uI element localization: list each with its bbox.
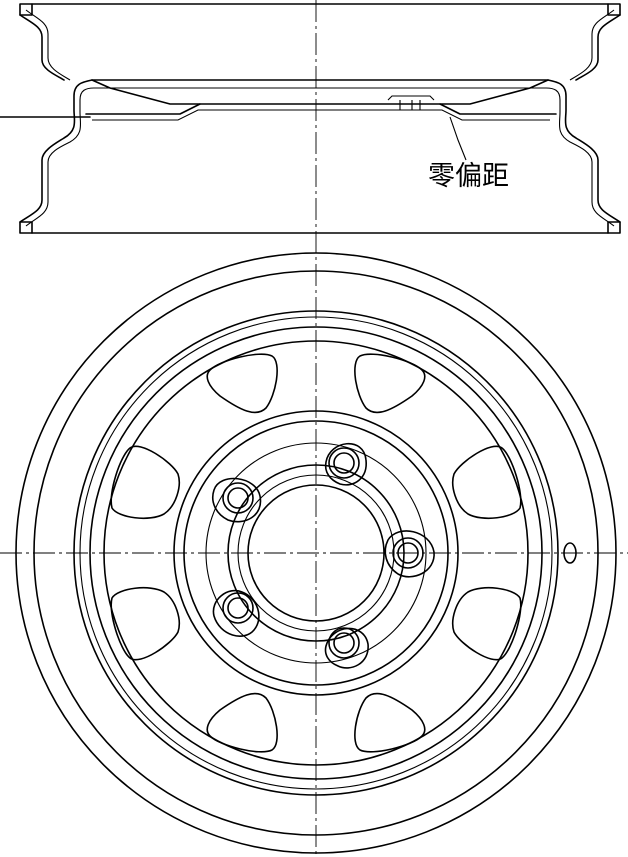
bolt-hole	[384, 530, 435, 578]
valve-hole	[563, 542, 577, 564]
rim-circle-3	[73, 310, 559, 796]
bolt-hole	[212, 477, 262, 523]
rim-profile-outline	[19, 79, 621, 234]
annotation-label: 零偏距	[428, 161, 509, 192]
hub-circle-2	[183, 420, 449, 686]
spoke-window	[110, 586, 180, 661]
bolt-hole	[212, 589, 260, 637]
left-flange-tip	[19, 221, 33, 234]
rim-circle-4	[79, 316, 553, 790]
hub-circle-1	[173, 410, 459, 696]
right-flange-tip	[607, 221, 621, 234]
spoke-window	[452, 586, 522, 661]
rim-inner-profile-top	[25, 9, 615, 81]
hub-circle-3	[205, 442, 427, 664]
disc-circle-2	[103, 340, 529, 766]
spoke-window	[206, 353, 278, 414]
hub-circle-5	[237, 474, 395, 632]
bolt-hole	[324, 442, 367, 486]
rim-drop-center-inner	[92, 109, 550, 121]
rim-circle-2	[33, 270, 599, 836]
rim-drop-center	[85, 103, 557, 115]
bolt-holes	[212, 442, 435, 669]
bolt-hole	[324, 627, 369, 669]
rim-profile-outline-top	[19, 3, 621, 81]
center-bore	[247, 484, 385, 622]
hub-mount-detail	[387, 95, 435, 110]
spoke-window	[354, 692, 426, 753]
disc-outer-circle	[89, 326, 543, 780]
disc-section-left	[91, 79, 201, 105]
right-flange-tip-top	[607, 3, 621, 16]
spoke-window	[110, 445, 180, 520]
rim-outer-circle	[15, 252, 617, 854]
hub-circle-4	[227, 464, 405, 642]
spoke-window	[354, 353, 426, 414]
disc-section-right	[439, 79, 549, 105]
rim-inner-profile	[25, 87, 615, 227]
spoke-windows	[110, 353, 522, 753]
spoke-window	[452, 445, 522, 520]
wheel-front-view	[15, 252, 617, 854]
rim-section-view: 零偏距	[0, 3, 621, 234]
spoke-window	[206, 692, 278, 753]
left-flange-tip-top	[19, 3, 33, 16]
annotation-leader	[449, 116, 467, 161]
